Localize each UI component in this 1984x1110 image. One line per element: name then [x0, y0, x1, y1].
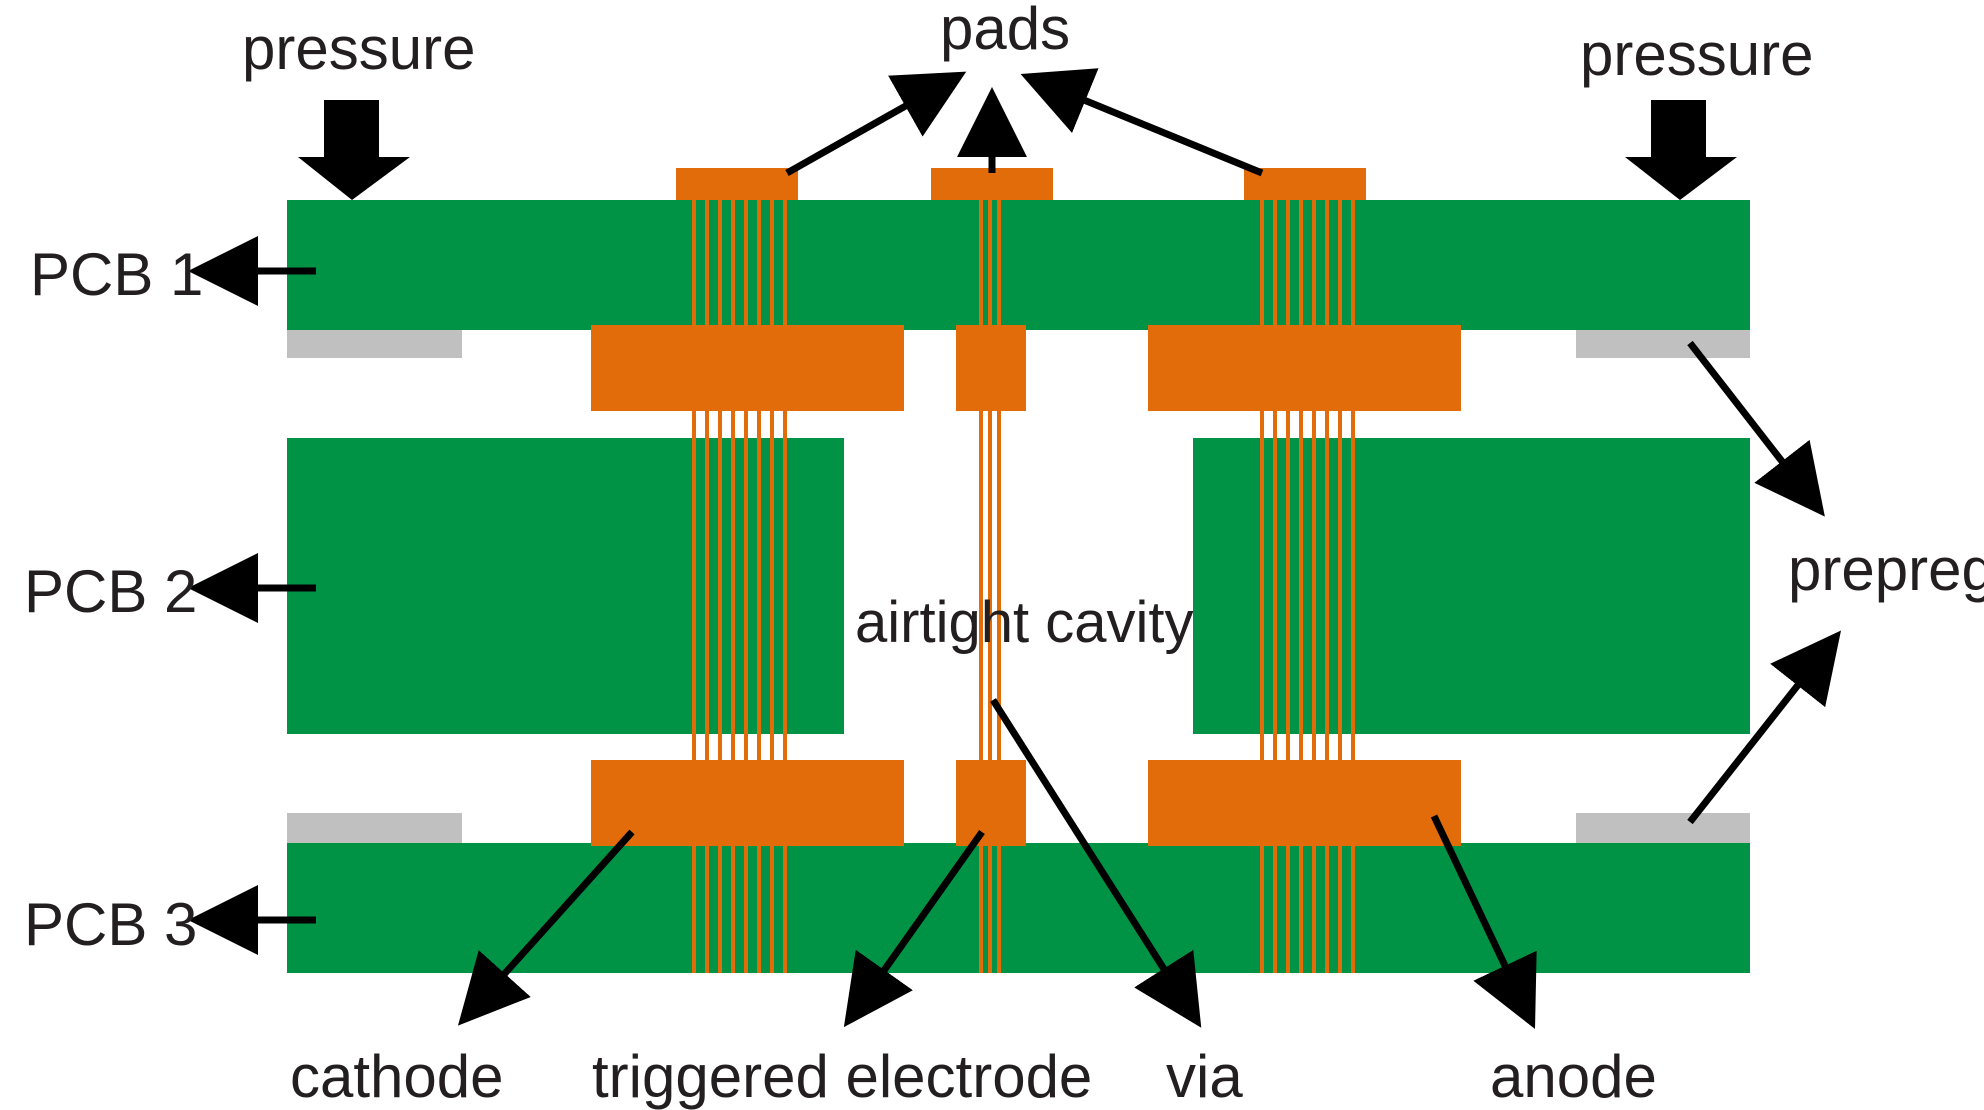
prepreg-top-right	[1576, 330, 1750, 358]
label-pcb2: PCB 2	[24, 558, 197, 625]
label-pads: pads	[940, 0, 1070, 62]
label-pressure-right: pressure	[1580, 21, 1813, 88]
anode-arrow	[1430, 814, 1537, 1029]
electrode-upper-right	[1148, 325, 1461, 411]
label-prepreg: prepreg	[1788, 536, 1984, 603]
label-anode: anode	[1490, 1043, 1657, 1110]
label-cathode: cathode	[290, 1043, 504, 1110]
pad-arrow-left	[785, 71, 967, 177]
label-pcb1: PCB 1	[30, 241, 203, 308]
pcb-3-board	[287, 843, 1750, 973]
pcb-2-right-board	[1193, 438, 1750, 734]
electrode-upper-center	[956, 325, 1026, 411]
pcb-1-board	[287, 200, 1750, 330]
pad-top-left	[676, 168, 798, 200]
prepreg-top-left	[287, 330, 462, 358]
triggered-electrode	[956, 760, 1026, 846]
electrode-upper-left	[591, 325, 904, 411]
prepreg-arrow-top	[1687, 340, 1825, 517]
triggered-electrode-arrow	[843, 829, 985, 1028]
pad-top-center	[931, 168, 1053, 200]
label-via: via	[1166, 1043, 1243, 1110]
label-triggered-electrode: triggered electrode	[592, 1043, 1092, 1110]
pressure-arrow-right-icon	[1625, 100, 1737, 200]
pad-top-right	[1244, 168, 1366, 200]
prepreg-bottom-left	[287, 813, 462, 843]
anode-electrode	[1148, 760, 1461, 846]
prepreg-bottom-right	[1576, 813, 1750, 843]
label-pcb3: PCB 3	[24, 891, 197, 958]
label-pressure-left: pressure	[242, 15, 475, 82]
pressure-arrow-left-icon	[298, 100, 410, 200]
pad-arrow-right	[1020, 68, 1264, 177]
label-airtight-cavity: airtight cavity	[855, 590, 1193, 655]
via-arrow	[990, 698, 1202, 1028]
pcb-2-left-board	[287, 438, 844, 734]
cathode-arrow	[457, 829, 635, 1026]
prepreg-arrow-bottom	[1687, 630, 1842, 825]
cathode-electrode	[591, 760, 904, 846]
